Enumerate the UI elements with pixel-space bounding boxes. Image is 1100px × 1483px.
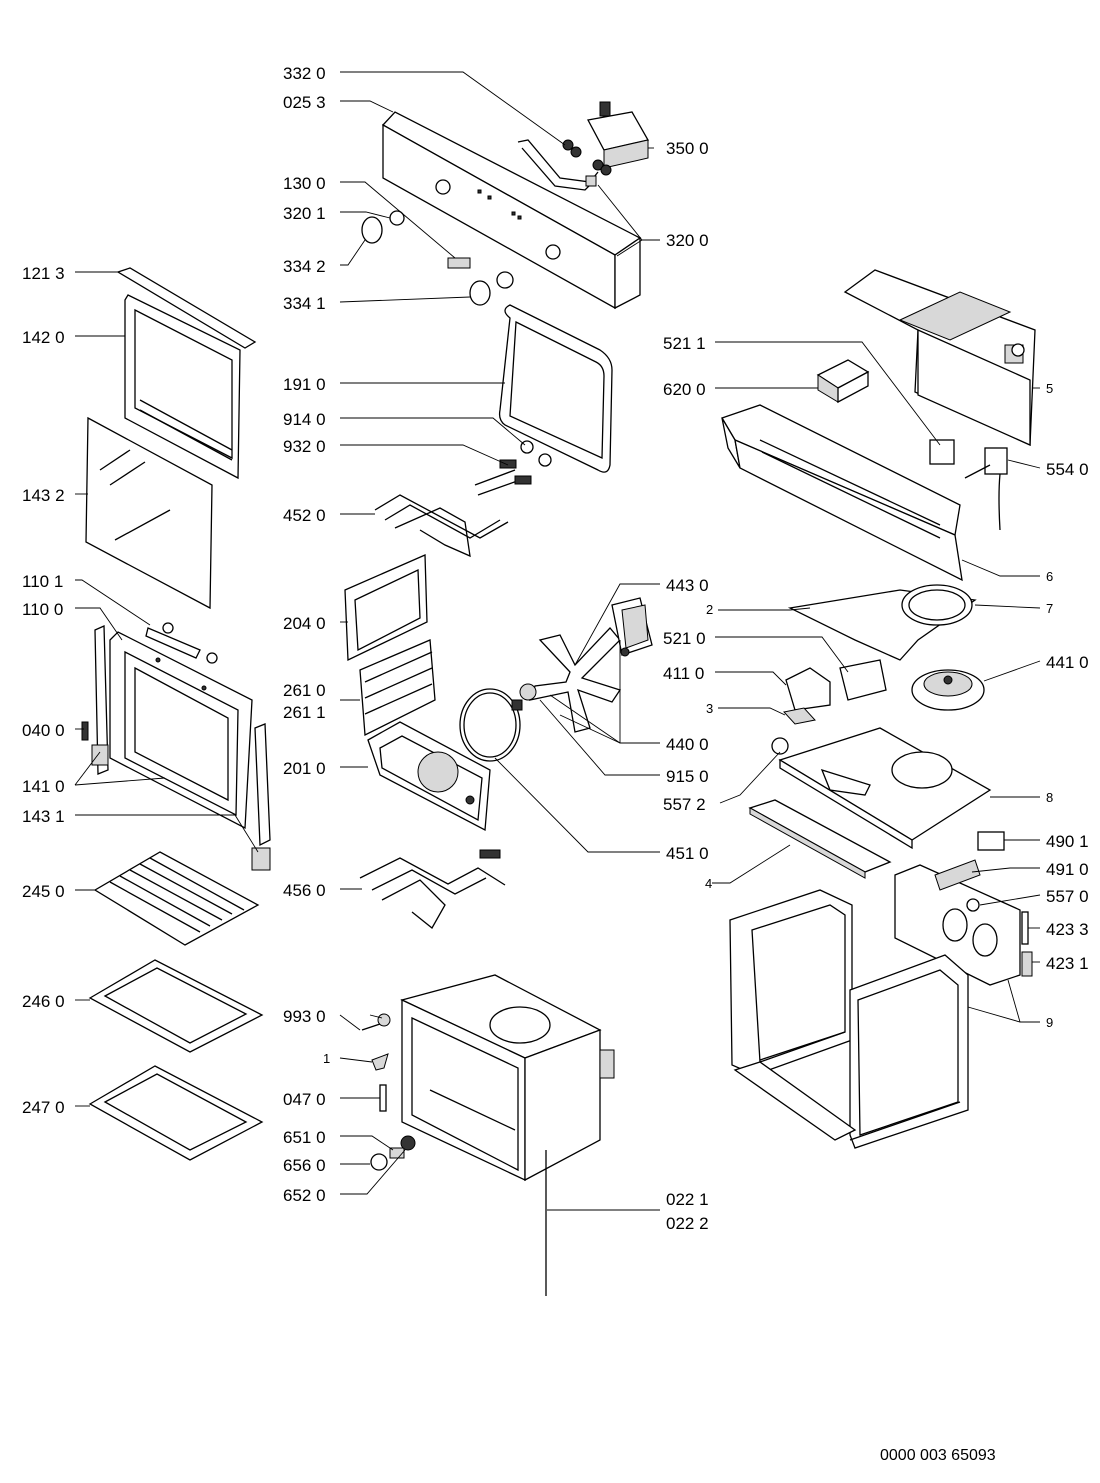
switch-part bbox=[771, 659, 887, 755]
label-656-0: 656 0 bbox=[283, 1156, 326, 1175]
knob-part bbox=[361, 210, 514, 306]
side-rack-bracket-part bbox=[344, 554, 428, 662]
label-320-1: 320 1 bbox=[283, 204, 326, 223]
fan-motor-part bbox=[611, 597, 653, 657]
label-491-0: 491 0 bbox=[1046, 860, 1089, 879]
shelf-support-part bbox=[359, 639, 436, 737]
baking-tray-part bbox=[88, 1065, 264, 1161]
label-521-1: 521 1 bbox=[663, 334, 706, 353]
oven-cavity-part bbox=[400, 974, 615, 1182]
label-423-1: 423 1 bbox=[1046, 954, 1089, 973]
top-cover-part bbox=[843, 269, 1036, 447]
label-451-0: 451 0 bbox=[666, 844, 709, 863]
inner-glass-part bbox=[85, 416, 213, 610]
label-5: 5 bbox=[1046, 381, 1053, 396]
label-201-0: 201 0 bbox=[283, 759, 326, 778]
oven-door-seal-part bbox=[498, 304, 613, 473]
label-247-0: 247 0 bbox=[22, 1098, 65, 1117]
label-2: 2 bbox=[706, 602, 713, 617]
label-110-1: 110 1 bbox=[22, 572, 63, 591]
door-glass-frame-part bbox=[124, 294, 241, 480]
control-panel-part bbox=[381, 111, 642, 310]
label-554-0: 554 0 bbox=[1046, 460, 1089, 479]
fan-blade-part bbox=[519, 627, 622, 733]
label-025-3: 025 3 bbox=[283, 93, 326, 112]
part-labels: 332 0 025 3 350 0 130 0 320 1 320 0 334 … bbox=[22, 64, 1089, 1233]
electronic-module-part bbox=[562, 101, 649, 187]
label-490-1: 490 1 bbox=[1046, 832, 1089, 851]
label-3: 3 bbox=[706, 701, 713, 716]
label-557-0: 557 0 bbox=[1046, 887, 1089, 906]
rear-panel-part bbox=[894, 831, 1033, 986]
cooling-fan-part bbox=[911, 669, 985, 711]
label-423-3: 423 3 bbox=[1046, 920, 1089, 939]
oven-housing-part bbox=[729, 889, 969, 1149]
label-022-1: 022 1 bbox=[666, 1190, 709, 1209]
front-frame-part bbox=[721, 404, 963, 582]
label-4: 4 bbox=[705, 876, 712, 891]
label-652-0: 652 0 bbox=[283, 1186, 326, 1205]
label-932-0: 932 0 bbox=[283, 437, 326, 456]
label-915-0: 915 0 bbox=[666, 767, 709, 786]
label-246-0: 246 0 bbox=[22, 992, 65, 1011]
label-047-0: 047 0 bbox=[283, 1090, 326, 1109]
label-022-2: 022 2 bbox=[666, 1214, 709, 1233]
terminal-block-part bbox=[816, 359, 870, 404]
label-261-1: 261 1 bbox=[283, 703, 326, 722]
label-521-0: 521 0 bbox=[663, 629, 706, 648]
label-441-0: 441 0 bbox=[1046, 653, 1089, 672]
cover-strip-part bbox=[748, 799, 892, 879]
label-6: 6 bbox=[1046, 569, 1053, 584]
label-411-0: 411 0 bbox=[663, 664, 704, 683]
label-204-0: 204 0 bbox=[283, 614, 326, 633]
label-121-3: 121 3 bbox=[22, 264, 65, 283]
thermal-cutout-part bbox=[929, 439, 955, 465]
label-191-0: 191 0 bbox=[283, 375, 326, 394]
fan-plate-part bbox=[787, 584, 977, 661]
label-9: 9 bbox=[1046, 1015, 1053, 1030]
label-130-0: 130 0 bbox=[283, 174, 326, 193]
label-1: 1 bbox=[323, 1051, 330, 1066]
label-8: 8 bbox=[1046, 790, 1053, 805]
label-261-0: 261 0 bbox=[283, 681, 326, 700]
bottom-heating-element-part bbox=[359, 849, 506, 929]
label-334-2: 334 2 bbox=[283, 257, 326, 276]
inner-door-part bbox=[109, 631, 253, 830]
label-141-0: 141 0 bbox=[22, 777, 65, 796]
label-620-0: 620 0 bbox=[663, 380, 706, 399]
label-142-0: 142 0 bbox=[22, 328, 65, 347]
label-557-2: 557 2 bbox=[663, 795, 706, 814]
label-350-0: 350 0 bbox=[666, 139, 709, 158]
label-334-1: 334 1 bbox=[283, 294, 326, 313]
label-440-0: 440 0 bbox=[666, 735, 709, 754]
small-fixing-parts bbox=[361, 1013, 416, 1171]
label-110-0: 110 0 bbox=[22, 600, 63, 619]
top-heating-element-part bbox=[374, 440, 552, 558]
label-993-0: 993 0 bbox=[283, 1007, 326, 1026]
label-914-0: 914 0 bbox=[283, 410, 326, 429]
label-7: 7 bbox=[1046, 601, 1053, 616]
circular-heating-element-part bbox=[459, 688, 523, 762]
label-452-0: 452 0 bbox=[283, 506, 326, 525]
wire-shelf-part bbox=[93, 851, 260, 946]
fan-cover-part bbox=[367, 721, 491, 832]
label-651-0: 651 0 bbox=[283, 1128, 326, 1147]
bottom-plate-part bbox=[778, 727, 992, 850]
thermostat-part bbox=[964, 447, 1008, 531]
door-hinge-part bbox=[81, 625, 271, 871]
label-443-0: 443 0 bbox=[666, 576, 709, 595]
label-456-0: 456 0 bbox=[283, 881, 326, 900]
label-040-0: 040 0 bbox=[22, 721, 65, 740]
label-332-0: 332 0 bbox=[283, 64, 326, 83]
leader-lines bbox=[74, 71, 1041, 1211]
label-245-0: 245 0 bbox=[22, 882, 65, 901]
document-number: 0000 003 65093 bbox=[880, 1447, 996, 1464]
door-top-profile-part bbox=[116, 267, 257, 349]
door-handle-part bbox=[145, 622, 218, 664]
label-143-2: 143 2 bbox=[22, 486, 65, 505]
label-143-1: 143 1 bbox=[22, 807, 65, 826]
label-320-0: 320 0 bbox=[666, 231, 709, 250]
baking-tray-part bbox=[88, 959, 264, 1053]
